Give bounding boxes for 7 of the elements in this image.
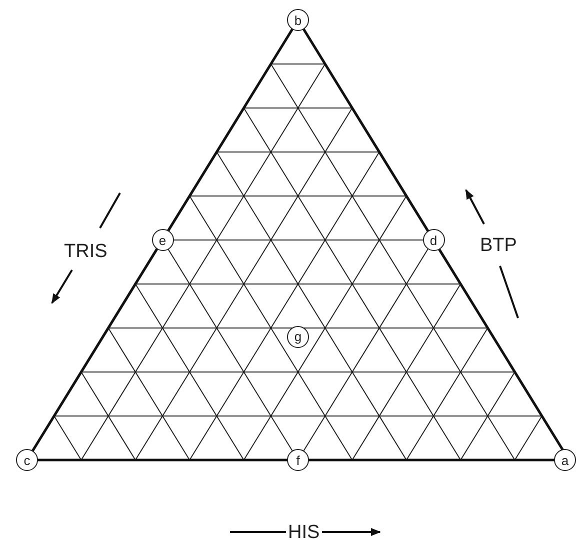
vertex-marker-circle: c bbox=[16, 449, 38, 471]
vertex-marker-circle: g bbox=[287, 326, 309, 348]
vertex-marker-circle: b bbox=[287, 9, 309, 31]
vertex-marker-circle: f bbox=[287, 449, 309, 471]
vertex-marker-circle: e bbox=[152, 229, 174, 251]
vertex-marker-circle: d bbox=[422, 229, 444, 251]
vertex-marker-circle: a bbox=[554, 449, 576, 471]
